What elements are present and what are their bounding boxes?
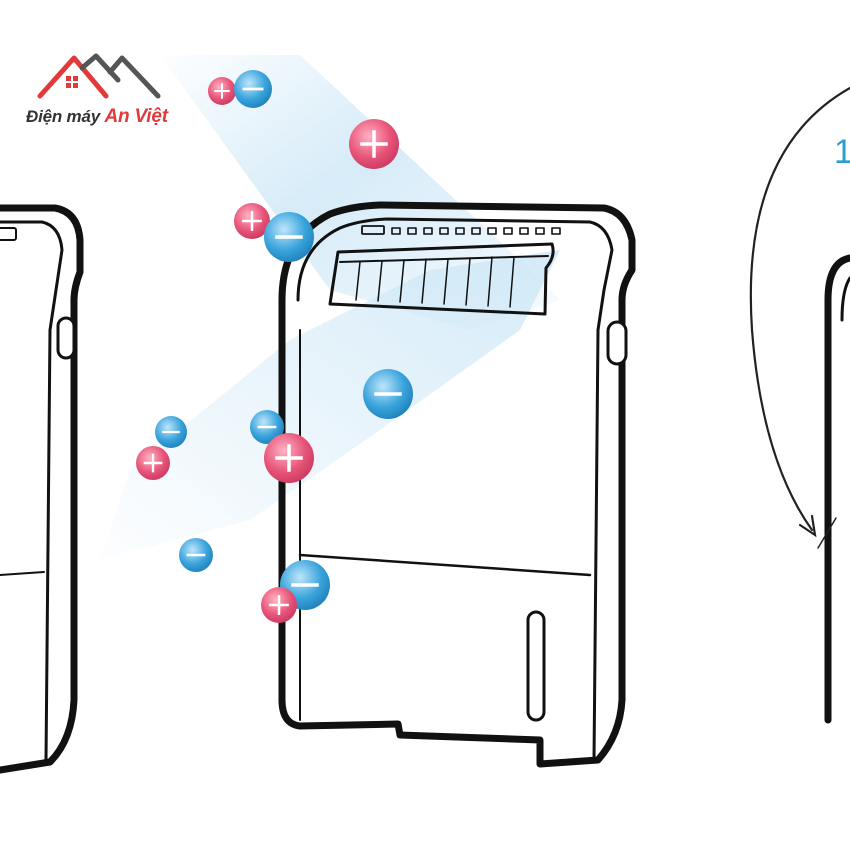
minus-ion-icon xyxy=(155,416,187,448)
house-roof-logo-icon xyxy=(37,53,161,99)
logo-text-dark: Điện máy xyxy=(26,107,100,126)
plus-ion-icon xyxy=(261,587,297,623)
air-cooler-center xyxy=(278,201,636,768)
control-buttons xyxy=(391,227,561,235)
plus-ion-icon xyxy=(349,119,399,169)
plus-ion-icon xyxy=(208,77,236,105)
swing-angle-label: 1 xyxy=(834,133,850,171)
airflow-stream-lower xyxy=(100,250,560,560)
ion-particles xyxy=(136,70,413,623)
air-cooler-right-partial xyxy=(824,254,850,724)
swing-angle-arrow xyxy=(749,86,850,549)
logo-text: Điện máy An Việt xyxy=(26,106,168,128)
minus-ion-icon xyxy=(264,212,314,262)
minus-ion-icon xyxy=(250,410,284,444)
water-level-window xyxy=(526,610,546,722)
louver-vent xyxy=(328,242,555,316)
plus-ion-icon xyxy=(264,433,314,483)
minus-ion-icon xyxy=(363,369,413,419)
air-cooler-left-partial xyxy=(0,204,84,774)
minus-ion-icon xyxy=(179,538,213,572)
logo-text-accent: An Việt xyxy=(104,106,169,127)
airflow-stream-upper xyxy=(160,55,560,330)
minus-ion-icon xyxy=(234,70,272,108)
plus-ion-icon xyxy=(136,446,170,480)
plus-ion-icon xyxy=(234,203,270,239)
